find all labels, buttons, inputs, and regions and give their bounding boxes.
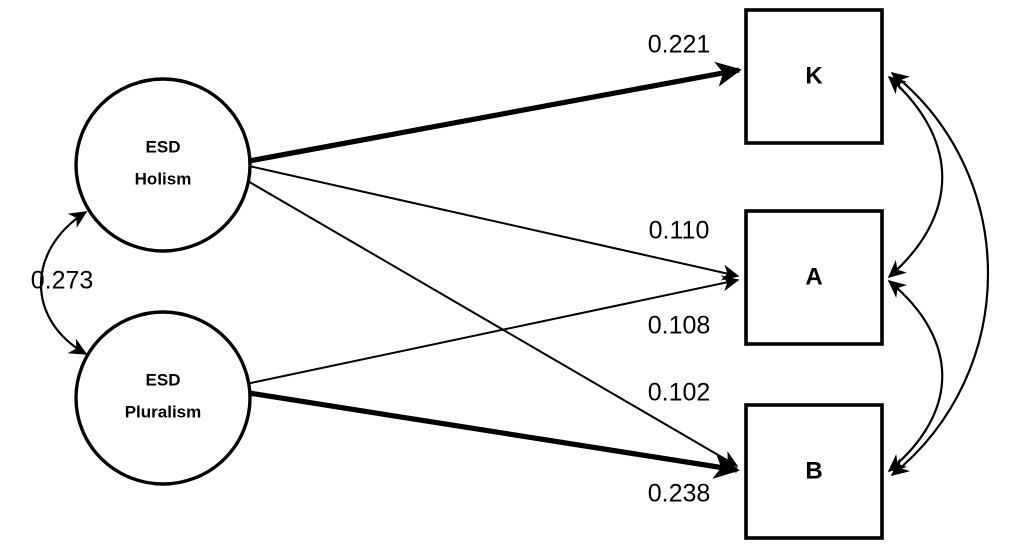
node-esd-pluralism[interactable]: ESD Pluralism [74,310,252,486]
path-pluralism-to-a [245,275,740,385]
node-a[interactable]: A [744,209,884,346]
correlation-holism-pluralism [40,211,88,355]
path-holism-to-a [248,165,740,281]
b-label: B [805,457,822,484]
ellipse-esd-pluralism [74,310,252,486]
a-label: A [805,263,822,290]
correlation-k-b [890,72,989,476]
k-label: K [805,62,823,89]
coefficient-holism-to-a: 0.110 [649,217,710,245]
rect-k [744,8,884,145]
rect-b [744,403,884,540]
node-b[interactable]: B [744,403,884,540]
path-pluralism-to-b [248,390,740,479]
coefficient-holism-to-b: 0.102 [648,379,711,407]
path-holism-to-k [248,61,742,164]
coefficient-pluralism-to-a: 0.108 [648,312,711,340]
esd-holism-label-line1: ESD [146,137,181,156]
correlation-a-b [887,280,944,472]
coefficient-holism-to-k: 0.221 [648,31,711,59]
rect-a [744,209,884,346]
esd-pluralism-label-line1: ESD [146,370,181,389]
esd-pluralism-label-line2: Pluralism [125,402,202,421]
node-k[interactable]: K [744,8,884,145]
ellipse-esd-holism [74,77,252,253]
correlation-k-a [887,75,944,279]
path-holism-to-b [245,179,739,467]
coefficient-pluralism-to-b: 0.238 [648,480,711,508]
coefficient-holism-pluralism-correlation: 0.273 [31,267,94,295]
esd-holism-label-line2: Holism [135,169,192,188]
node-esd-holism[interactable]: ESD Holism [74,77,252,253]
